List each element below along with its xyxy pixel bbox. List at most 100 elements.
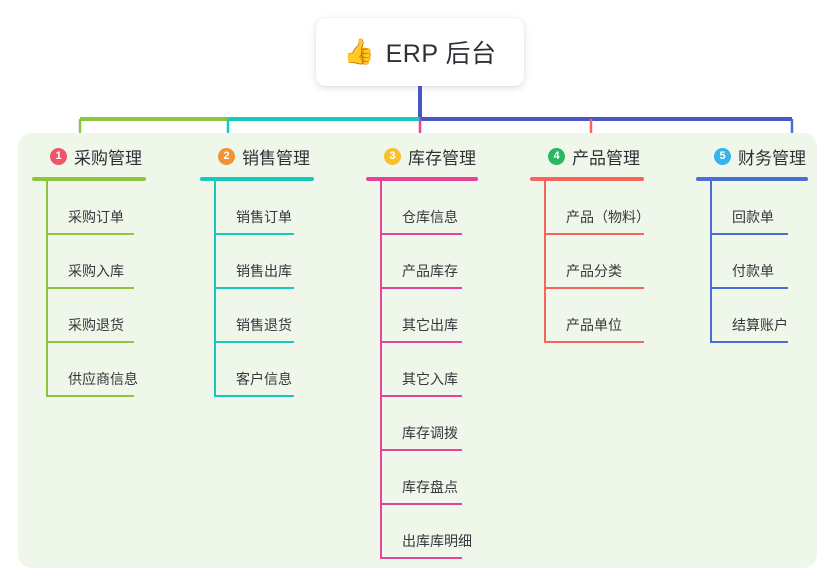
list-item[interactable]: 其它入库 xyxy=(380,343,478,397)
list-item-label: 产品（物料） xyxy=(566,209,650,225)
list-item[interactable]: 产品单位 xyxy=(544,289,644,343)
branch-number-badge: 2 xyxy=(218,147,235,165)
branch-spine xyxy=(710,181,712,343)
list-item-rule xyxy=(380,557,462,559)
list-item-label: 产品单位 xyxy=(566,317,622,333)
list-item-label: 销售退货 xyxy=(236,317,292,333)
list-item-label: 采购入库 xyxy=(68,263,124,279)
branch-label: 库存管理 xyxy=(408,148,476,168)
list-item-label: 产品分类 xyxy=(566,263,622,279)
list-item-label: 销售订单 xyxy=(236,209,292,225)
branch-number-badge: 5 xyxy=(714,147,731,165)
branch-header-3[interactable]: 3 库存管理 xyxy=(366,143,478,169)
list-item[interactable]: 产品（物料） xyxy=(544,181,650,235)
branch-number-badge: 3 xyxy=(384,147,401,165)
branch-header-1[interactable]: 1 采购管理 xyxy=(32,143,146,169)
branch-label: 销售管理 xyxy=(242,148,310,168)
branch-header-rule xyxy=(530,177,644,181)
list-item-rule xyxy=(46,341,134,343)
list-item[interactable]: 销售退货 xyxy=(214,289,314,343)
list-item-label: 库存调拨 xyxy=(402,425,458,441)
branch-spine xyxy=(380,181,382,559)
list-item-rule xyxy=(380,233,462,235)
list-item-rule xyxy=(380,449,462,451)
list-item-rule xyxy=(710,341,788,343)
branch-number-badge: 4 xyxy=(548,147,565,165)
list-item-rule xyxy=(46,233,134,235)
list-item[interactable]: 结算账户 xyxy=(710,289,808,343)
list-item-rule xyxy=(46,395,134,397)
list-item-label: 付款单 xyxy=(732,263,774,279)
branch-items-list: 仓库信息产品库存其它出库其它入库库存调拨库存盘点出库库明细 xyxy=(366,181,478,559)
branch-column-1: 1 采购管理采购订单采购入库采购退货供应商信息 xyxy=(32,143,146,397)
branch-column-5: 5 财务管理回款单付款单结算账户 xyxy=(696,143,808,343)
list-item-label: 采购订单 xyxy=(68,209,124,225)
branch-header-rule xyxy=(696,177,808,181)
list-item[interactable]: 供应商信息 xyxy=(46,343,146,397)
list-item-rule xyxy=(380,503,462,505)
branch-items-list: 采购订单采购入库采购退货供应商信息 xyxy=(32,181,146,397)
list-item[interactable]: 采购订单 xyxy=(46,181,146,235)
list-item[interactable]: 其它出库 xyxy=(380,289,478,343)
branch-spine xyxy=(46,181,48,397)
list-item-rule xyxy=(46,287,134,289)
list-item[interactable]: 出库库明细 xyxy=(380,505,478,559)
root-node-content: 👍 ERP 后台 xyxy=(343,34,496,70)
list-item[interactable]: 库存调拨 xyxy=(380,397,478,451)
list-item-label: 回款单 xyxy=(732,209,774,225)
branch-number-badge: 1 xyxy=(50,147,67,165)
branch-header-rule xyxy=(366,177,478,181)
list-item-label: 库存盘点 xyxy=(402,479,458,495)
list-item[interactable]: 客户信息 xyxy=(214,343,314,397)
branch-column-2: 2 销售管理销售订单销售出库销售退货客户信息 xyxy=(200,143,314,397)
thumbs-up-icon: 👍 xyxy=(343,37,375,66)
branch-label: 财务管理 xyxy=(738,148,806,168)
list-item-label: 出库库明细 xyxy=(402,533,472,549)
branch-header-rule xyxy=(32,177,146,181)
list-item[interactable]: 付款单 xyxy=(710,235,808,289)
list-item-label: 销售出库 xyxy=(236,263,292,279)
list-item-rule xyxy=(214,233,294,235)
list-item-label: 仓库信息 xyxy=(402,209,458,225)
list-item[interactable]: 销售订单 xyxy=(214,181,314,235)
list-item-rule xyxy=(380,395,462,397)
list-item-label: 其它入库 xyxy=(402,371,458,387)
branch-items-list: 回款单付款单结算账户 xyxy=(696,181,808,343)
list-item-label: 客户信息 xyxy=(236,371,292,387)
branch-header-2[interactable]: 2 销售管理 xyxy=(200,143,314,169)
list-item-rule xyxy=(214,341,294,343)
branch-items-list: 产品（物料） 产品分类产品单位 xyxy=(530,181,650,343)
list-item-rule xyxy=(710,287,788,289)
root-node-title: ERP 后台 xyxy=(385,40,497,68)
list-item-rule xyxy=(544,287,644,289)
list-item[interactable]: 库存盘点 xyxy=(380,451,478,505)
branch-label: 采购管理 xyxy=(74,148,142,168)
list-item-label: 供应商信息 xyxy=(68,371,138,387)
list-item-label: 采购退货 xyxy=(68,317,124,333)
list-item-rule xyxy=(710,233,788,235)
branch-header-rule xyxy=(200,177,314,181)
branch-items-list: 销售订单销售出库销售退货客户信息 xyxy=(200,181,314,397)
list-item[interactable]: 产品分类 xyxy=(544,235,644,289)
list-item-rule xyxy=(214,395,294,397)
list-item-rule xyxy=(544,341,644,343)
list-item-rule xyxy=(380,341,462,343)
list-item[interactable]: 回款单 xyxy=(710,181,808,235)
branches-panel xyxy=(18,133,817,568)
list-item[interactable]: 产品库存 xyxy=(380,235,478,289)
branch-header-5[interactable]: 5 财务管理 xyxy=(696,143,808,169)
list-item[interactable]: 采购入库 xyxy=(46,235,146,289)
list-item-rule xyxy=(380,287,462,289)
list-item-label: 结算账户 xyxy=(732,317,788,333)
list-item[interactable]: 仓库信息 xyxy=(380,181,478,235)
branch-spine xyxy=(214,181,216,397)
list-item[interactable]: 采购退货 xyxy=(46,289,146,343)
list-item-label: 产品库存 xyxy=(402,263,458,279)
list-item[interactable]: 销售出库 xyxy=(214,235,314,289)
branch-spine xyxy=(544,181,546,343)
root-node-erp-backend[interactable]: 👍 ERP 后台 xyxy=(316,18,524,86)
list-item-label: 其它出库 xyxy=(402,317,458,333)
